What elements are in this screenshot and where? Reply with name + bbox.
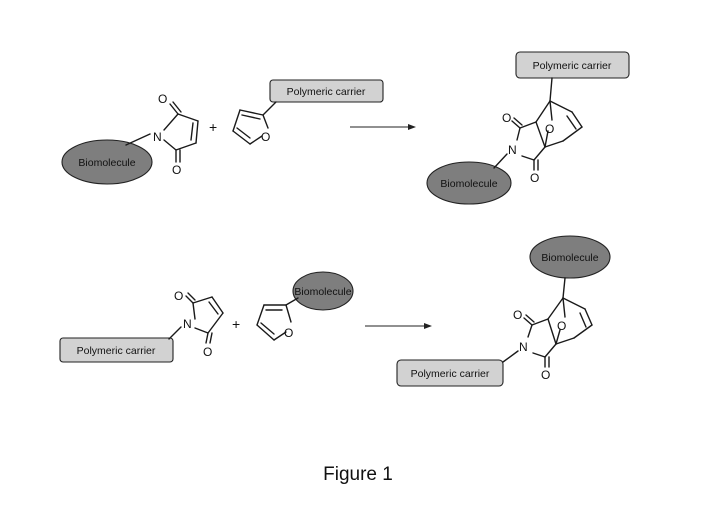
- oxygen-atom: O: [158, 92, 167, 106]
- reaction-row-1: Biomolecule N O O + Polymeric carrier: [62, 52, 629, 204]
- maleimide-reactant-1: Biomolecule N O O: [62, 92, 198, 184]
- oxygen-atom: O: [545, 122, 554, 136]
- oxygen-atom: O: [557, 319, 566, 333]
- furan-reactant-1: Polymeric carrier O: [233, 80, 383, 144]
- plus-sign: +: [232, 316, 240, 332]
- reaction-arrow-1: [350, 124, 416, 130]
- oxygen-atom: O: [203, 345, 212, 359]
- oxygen-atom: O: [174, 289, 183, 303]
- polymeric-carrier-label: Polymeric carrier: [411, 368, 490, 380]
- maleimide-reactant-2: Polymeric carrier N O O: [60, 289, 223, 362]
- oxygen-atom: O: [530, 171, 539, 185]
- nitrogen-atom: N: [153, 130, 162, 144]
- diels-alder-product-1: Polymeric carrier Biomolecule: [427, 52, 629, 204]
- biomolecule-label: Biomolecule: [541, 252, 598, 264]
- biomolecule-label: Biomolecule: [78, 157, 135, 169]
- oxygen-atom: O: [261, 130, 270, 144]
- diels-alder-product-2: Biomolecule Polymeric carrier: [397, 236, 610, 386]
- nitrogen-atom: N: [508, 143, 517, 157]
- nitrogen-atom: N: [183, 317, 192, 331]
- oxygen-atom: O: [541, 368, 550, 382]
- reaction-row-2: Polymeric carrier N O O + Biomolecule: [60, 236, 610, 386]
- polymeric-carrier-label: Polymeric carrier: [533, 60, 612, 72]
- polymeric-carrier-label: Polymeric carrier: [287, 86, 366, 98]
- furan-reactant-2: Biomolecule O: [257, 272, 353, 340]
- biomolecule-label: Biomolecule: [440, 178, 497, 190]
- plus-sign: +: [209, 119, 217, 135]
- oxygen-atom: O: [172, 163, 181, 177]
- oxygen-atom: O: [502, 111, 511, 125]
- biomolecule-label: Biomolecule: [294, 286, 351, 298]
- oxygen-atom: O: [284, 326, 293, 340]
- polymeric-carrier-label: Polymeric carrier: [77, 345, 156, 357]
- nitrogen-atom: N: [519, 340, 528, 354]
- oxygen-atom: O: [513, 308, 522, 322]
- figure-caption: Figure 1: [0, 464, 716, 486]
- reaction-arrow-2: [365, 323, 432, 329]
